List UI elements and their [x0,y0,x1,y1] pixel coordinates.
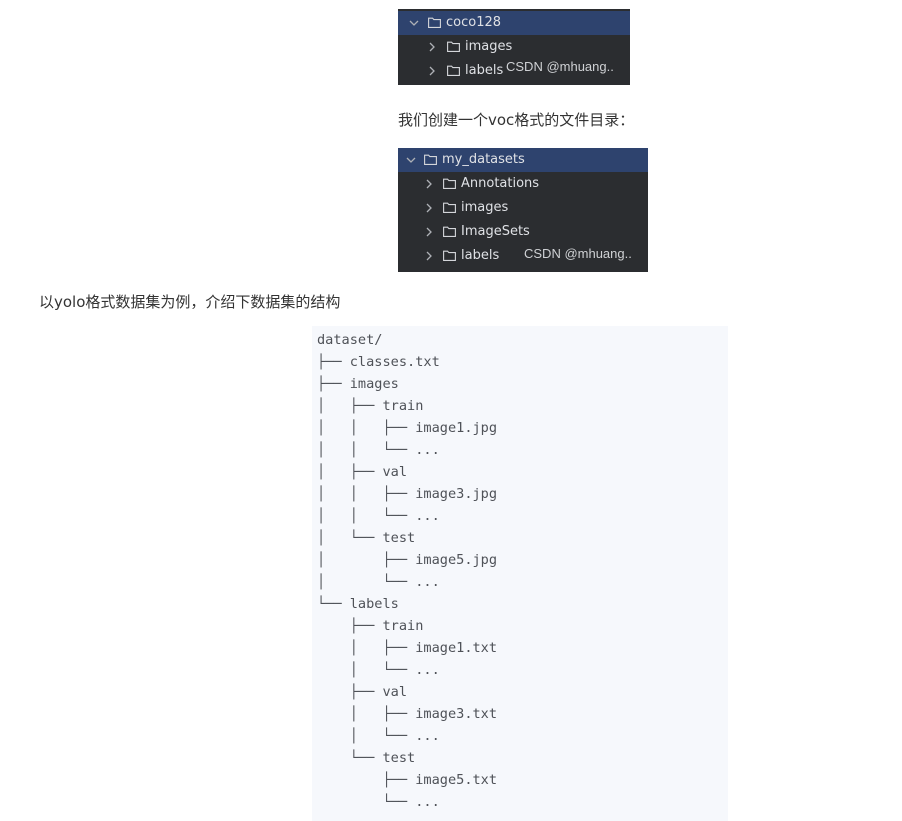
chevron-right-icon[interactable] [424,172,436,196]
watermark: CSDN @mhuang.. [524,246,632,261]
chevron-right-icon[interactable] [424,244,436,268]
tree-row-label: Annotations [461,176,540,191]
folder-icon [443,202,456,213]
tree-row-images[interactable]: images [398,35,630,59]
folder-icon [424,154,437,165]
tree-row-label: my_datasets [442,152,525,167]
tree-row-annotations[interactable]: Annotations [398,172,648,196]
chevron-right-icon[interactable] [424,220,436,244]
paragraph-voc-directory: 我们创建一个voc格式的文件目录： [398,111,635,129]
tree-row-imagesets[interactable]: ImageSets [398,220,648,244]
project-tree-screenshot-coco128: coco128 images labels CSDN @mhuang.. [398,9,630,85]
folder-icon [428,17,441,28]
tree-row-labels[interactable]: labels [398,59,630,83]
watermark: CSDN @mhuang.. [506,59,614,74]
tree-row-label: ImageSets [461,224,530,239]
tree-row-labels[interactable]: labels [398,244,648,268]
chevron-down-icon[interactable] [405,148,417,172]
tree-row-label: labels [461,248,500,263]
tree-row-coco128[interactable]: coco128 [398,11,630,35]
folder-icon [443,250,456,261]
chevron-right-icon[interactable] [427,59,439,83]
directory-tree-code[interactable]: dataset/ ├── classes.txt ├── images │ ├─… [317,332,498,810]
tree-row-label: coco128 [446,15,502,30]
tree-row-label: labels [465,63,504,78]
tree-row-label: images [465,39,513,54]
folder-icon [447,65,460,76]
code-block: dataset/ ├── classes.txt ├── images │ ├─… [312,326,728,821]
tree-row-images[interactable]: images [398,196,648,220]
chevron-right-icon[interactable] [424,196,436,220]
paragraph-yolo-intro: 以yolo格式数据集为例，介绍下数据集的结构 [39,293,341,311]
tree-row-label: images [461,200,509,215]
folder-icon [447,41,460,52]
project-tree-screenshot-my-datasets: my_datasets Annotations images ImageSets… [398,148,648,272]
folder-icon [443,178,456,189]
chevron-down-icon[interactable] [408,11,420,35]
tree-row-my-datasets[interactable]: my_datasets [398,148,648,172]
folder-icon [443,226,456,237]
chevron-right-icon[interactable] [427,35,439,59]
